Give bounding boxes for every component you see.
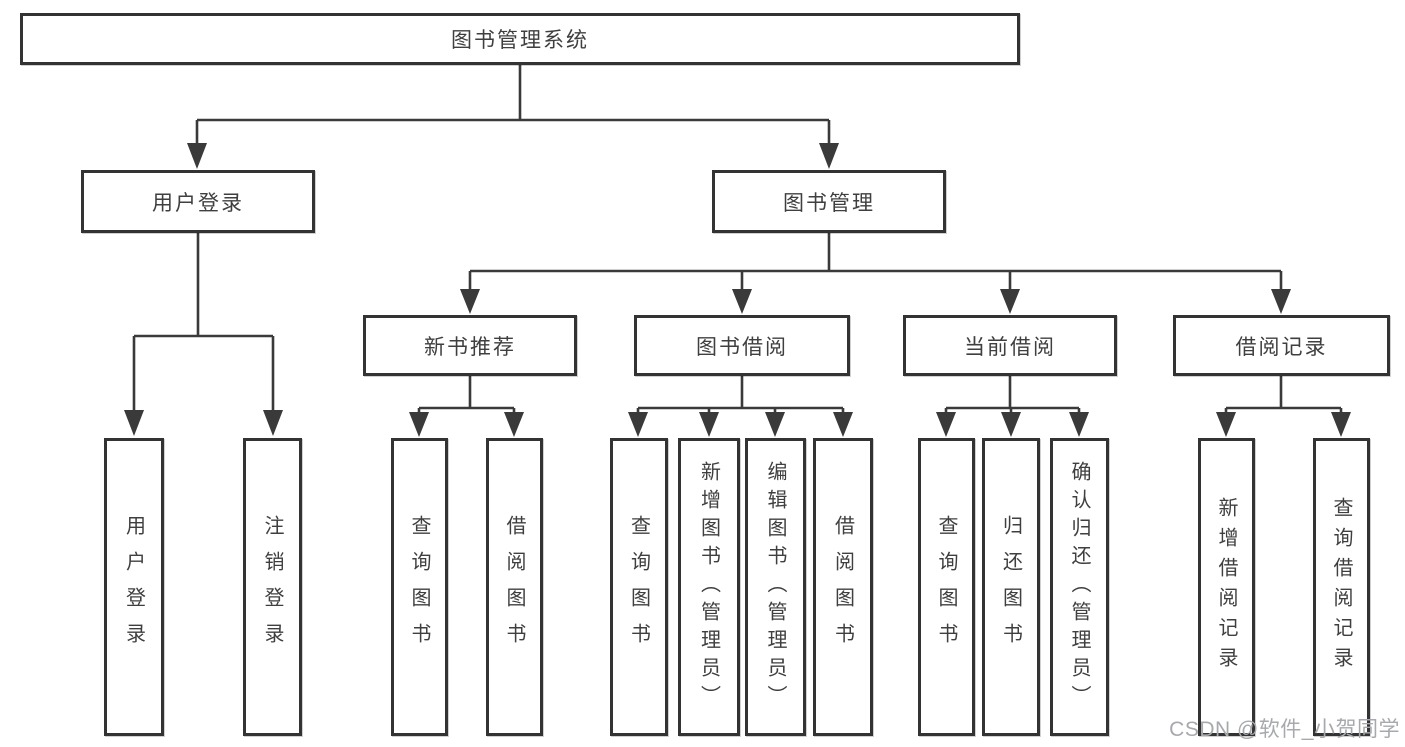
leaf-bh-query-record-label: 查询借阅记录 (1330, 497, 1352, 677)
connector-book-borrow-children (628, 375, 853, 437)
leaf-bb-borrow-books-label: 借阅图书 (831, 515, 854, 659)
node-new-book-recommend: 新书推荐 (363, 315, 577, 376)
connector-book-mgmt-children (460, 232, 1291, 314)
node-book-borrow-label: 图书借阅 (696, 335, 788, 359)
leaf-nb-borrow-books-label: 借阅图书 (503, 515, 525, 659)
leaf-user-login-label: 用户登录 (122, 515, 145, 659)
leaf-bh-add-record-label: 新增借阅记录 (1215, 497, 1237, 677)
leaf-bb-add-books-admin-label: 新增图书（管理员） (697, 461, 720, 713)
connector-new-book-children (409, 375, 524, 437)
leaf-cb-query-books-label: 查询图书 (935, 515, 957, 659)
watermark: CSDN @软件_小贺同学 (1169, 718, 1400, 741)
connector-current-borrow-children (936, 375, 1089, 437)
leaf-user-login: 用户登录 (104, 438, 164, 736)
leaf-cb-confirm-return-admin: 确认归还（管理员） (1050, 438, 1109, 736)
node-current-borrow: 当前借阅 (903, 315, 1117, 376)
leaf-bb-add-books-admin: 新增图书（管理员） (678, 438, 740, 736)
leaf-bb-query-books-label: 查询图书 (627, 515, 650, 659)
node-borrow-history-label: 借阅记录 (1235, 335, 1328, 359)
leaf-cb-return-books: 归还图书 (982, 438, 1040, 736)
node-new-book-recommend-label: 新书推荐 (424, 335, 516, 359)
node-current-borrow-label: 当前借阅 (964, 335, 1056, 359)
leaf-logout-label: 注销登录 (261, 515, 283, 659)
node-borrow-history: 借阅记录 (1173, 315, 1390, 376)
leaf-bb-query-books: 查询图书 (610, 438, 668, 736)
leaf-logout: 注销登录 (243, 438, 302, 736)
leaf-cb-query-books: 查询图书 (918, 438, 975, 736)
node-book-mgmt-label: 图书管理 (783, 191, 875, 215)
leaf-cb-return-books-label: 归还图书 (999, 515, 1022, 659)
leaf-nb-query-books-label: 查询图书 (408, 515, 430, 659)
leaf-cb-confirm-return-admin-label: 确认归还（管理员） (1068, 461, 1090, 713)
node-user-login-label: 用户登录 (152, 191, 244, 215)
node-root-label: 图书管理系统 (451, 29, 589, 52)
leaf-nb-borrow-books: 借阅图书 (486, 438, 543, 736)
leaf-bh-add-record: 新增借阅记录 (1198, 438, 1255, 736)
node-root: 图书管理系统 (20, 13, 1020, 65)
connector-user-login-children (124, 232, 283, 436)
leaf-bb-edit-books-admin: 编辑图书（管理员） (745, 438, 806, 736)
connector-root-to-level2 (187, 64, 839, 169)
leaf-nb-query-books: 查询图书 (391, 438, 448, 736)
node-user-login: 用户登录 (81, 170, 315, 233)
node-book-mgmt: 图书管理 (712, 170, 946, 233)
leaf-bh-query-record: 查询借阅记录 (1313, 438, 1370, 736)
connector-borrow-history-children (1216, 375, 1351, 437)
leaf-bb-edit-books-admin-label: 编辑图书（管理员） (764, 461, 786, 713)
leaf-bb-borrow-books: 借阅图书 (813, 438, 873, 736)
node-book-borrow: 图书借阅 (634, 315, 850, 376)
